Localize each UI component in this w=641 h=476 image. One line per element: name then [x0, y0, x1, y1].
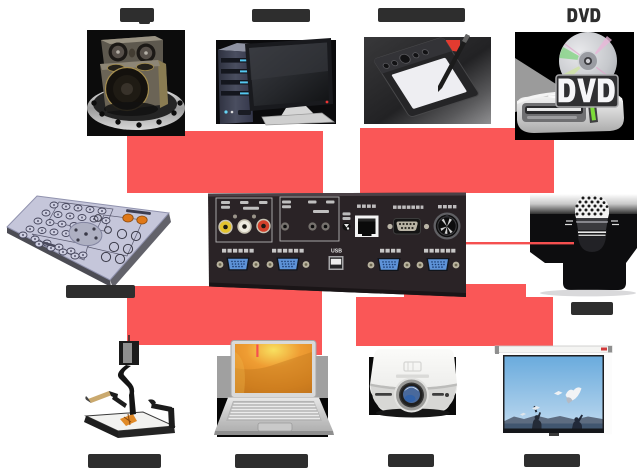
- svg-text:USB: USB: [331, 249, 342, 255]
